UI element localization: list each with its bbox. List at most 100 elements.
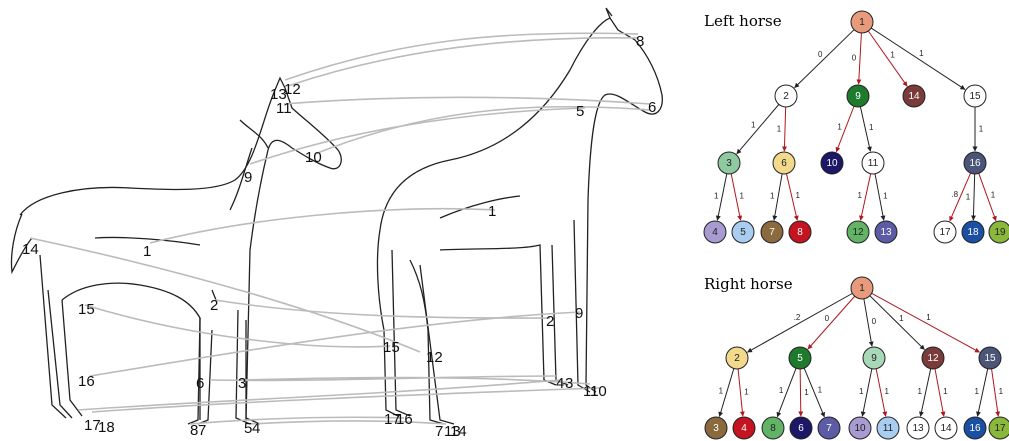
right-tree-edge-15-17 xyxy=(992,369,999,416)
left-tree-node-label-18: 18 xyxy=(967,227,979,238)
right-tree-edge-weight-1-9: 0 xyxy=(872,317,877,326)
right-part-label-9: 9 xyxy=(575,305,583,322)
right-tree-node-label-1: 1 xyxy=(859,283,865,294)
right-tree-node-label-17: 17 xyxy=(994,423,1006,434)
right-tree-node-label-13: 13 xyxy=(912,423,924,434)
right-horse-outline xyxy=(377,8,662,424)
left-tree-node-label-4: 4 xyxy=(712,227,718,238)
right-tree-edge-5-6 xyxy=(800,369,801,416)
right-part-label-6: 6 xyxy=(648,99,656,116)
right-tree-edge-weight-2-3: 1 xyxy=(719,386,724,395)
left-tree-node-label-11: 11 xyxy=(868,158,879,169)
left-tree-edge-weight-2-6: 1 xyxy=(777,124,782,133)
left-tree-edge-2-3 xyxy=(737,104,779,153)
left-tree-edge-weight-6-7: 1 xyxy=(770,191,775,200)
right-part-label-15: 15 xyxy=(383,339,400,356)
left-part-label-2: 2 xyxy=(210,297,218,314)
left-part-label-9: 9 xyxy=(244,169,252,186)
left-tree-node-label-2: 2 xyxy=(783,91,789,102)
left-tree-node-label-14: 14 xyxy=(908,91,920,102)
left-part-label-8: 8 xyxy=(190,422,198,439)
right-tree-edge-weight-15-17: 1 xyxy=(999,387,1004,396)
right-tree-node-label-15: 15 xyxy=(984,353,996,364)
left-tree-title: Left horse xyxy=(704,12,782,30)
left-part-label-13: 13 xyxy=(270,86,287,103)
left-tree-edge-weight-9-10: 1 xyxy=(837,122,842,131)
right-tree-edge-1-5 xyxy=(808,296,855,349)
left-tree-edge-weight-16-19: 1 xyxy=(991,190,996,199)
left-tree-edge-weight-2-3: 1 xyxy=(751,121,756,130)
right-tree-edge-weight-5-7: 1 xyxy=(818,386,823,395)
right-tree-node-label-8: 8 xyxy=(770,423,776,434)
right-tree-edge-weight-1-2: .2 xyxy=(794,313,801,322)
right-tree-edge-weight-9-11: 1 xyxy=(885,387,890,396)
left-horse-part-labels: 1 2 3 4 5 6 7 8 9 10 11 12 13 14 15 16 1… xyxy=(22,81,322,439)
right-tree-title: Right horse xyxy=(704,275,793,293)
right-part-label-12: 12 xyxy=(426,349,443,366)
left-tree-edge-1-2 xyxy=(795,30,855,88)
left-tree-node-label-17: 17 xyxy=(939,227,951,238)
right-part-label-7: 7 xyxy=(435,423,443,440)
right-tree-edge-weight-5-8: 1 xyxy=(779,386,784,395)
right-part-label-5: 5 xyxy=(576,103,584,120)
right-tree-node-label-10: 10 xyxy=(854,423,866,434)
left-part-label-4: 4 xyxy=(252,420,260,437)
left-tree-edge-weight-16-18: 1 xyxy=(966,192,971,201)
left-tree-node-label-8: 8 xyxy=(797,227,803,238)
right-part-label-2: 2 xyxy=(546,313,554,330)
left-tree-edge-1-15 xyxy=(871,28,965,89)
left-tree-edge-weight-16-17: .8 xyxy=(951,190,958,199)
right-tree-edge-1-12 xyxy=(870,296,925,350)
right-tree-edge-weight-1-12: 1 xyxy=(899,314,904,323)
left-tree-edge-weight-6-8: 1 xyxy=(796,191,801,200)
right-tree-node-label-14: 14 xyxy=(940,423,952,434)
left-tree-node-label-15: 15 xyxy=(969,91,981,102)
right-tree-edge-weight-1-5: 0 xyxy=(825,314,830,323)
right-tree-node-label-5: 5 xyxy=(797,353,803,364)
right-part-label-1: 1 xyxy=(488,203,496,220)
right-part-label-4: 4 xyxy=(556,375,564,392)
right-part-label-17: 17 xyxy=(384,411,401,428)
right-tree-edge-1-2 xyxy=(747,293,852,352)
right-tree-edge-12-13 xyxy=(921,369,931,417)
left-tree-edge-16-18 xyxy=(973,174,974,220)
right-tree-node-label-6: 6 xyxy=(798,423,804,434)
left-tree-edge-1-9 xyxy=(859,33,862,84)
left-part-label-5: 5 xyxy=(244,420,252,437)
left-tree-node-label-7: 7 xyxy=(769,227,775,238)
right-tree-node-label-9: 9 xyxy=(871,353,877,364)
left-tree-edge-weight-1-15: 1 xyxy=(919,49,924,58)
left-tree-node-label-1: 1 xyxy=(859,17,865,28)
left-tree-edge-weight-1-14: 1 xyxy=(890,51,895,60)
left-part-label-14: 14 xyxy=(22,241,39,258)
left-tree-node-label-3: 3 xyxy=(726,158,732,169)
right-tree-edge-9-10 xyxy=(862,369,871,416)
right-tree-node-label-2: 2 xyxy=(734,353,740,364)
left-part-label-7: 7 xyxy=(198,422,206,439)
left-tree-node-label-16: 16 xyxy=(969,158,981,169)
left-tree-node-label-6: 6 xyxy=(781,158,787,169)
left-part-label-1: 1 xyxy=(143,243,151,260)
left-tree-edge-weight-11-12: 1 xyxy=(858,191,863,200)
left-tree-edge-3-4 xyxy=(717,174,726,220)
right-tree-edge-weight-1-15: 1 xyxy=(926,313,931,322)
right-part-label-8: 8 xyxy=(636,33,644,50)
right-tree-edge-weight-9-10: 1 xyxy=(859,387,864,396)
left-tree-edge-weight-11-13: 1 xyxy=(883,191,888,200)
correspondence-lines xyxy=(30,33,650,424)
left-part-label-15: 15 xyxy=(78,301,95,318)
right-tree-edge-weight-12-14: 1 xyxy=(943,387,948,396)
right-tree-node-label-7: 7 xyxy=(826,423,832,434)
right-tree-edge-weight-2-4: 1 xyxy=(744,387,749,396)
left-part-label-10: 10 xyxy=(305,149,322,166)
left-tree-edge-weight-1-9: 0 xyxy=(852,54,857,63)
left-tree-node-label-13: 13 xyxy=(880,227,892,238)
left-tree-node-label-12: 12 xyxy=(852,227,864,238)
right-tree-node-label-16: 16 xyxy=(969,423,981,434)
right-tree-edge-weight-5-6: 1 xyxy=(804,388,809,397)
left-tree-node-label-19: 19 xyxy=(994,227,1006,238)
right-tree-edge-2-4 xyxy=(738,369,743,416)
